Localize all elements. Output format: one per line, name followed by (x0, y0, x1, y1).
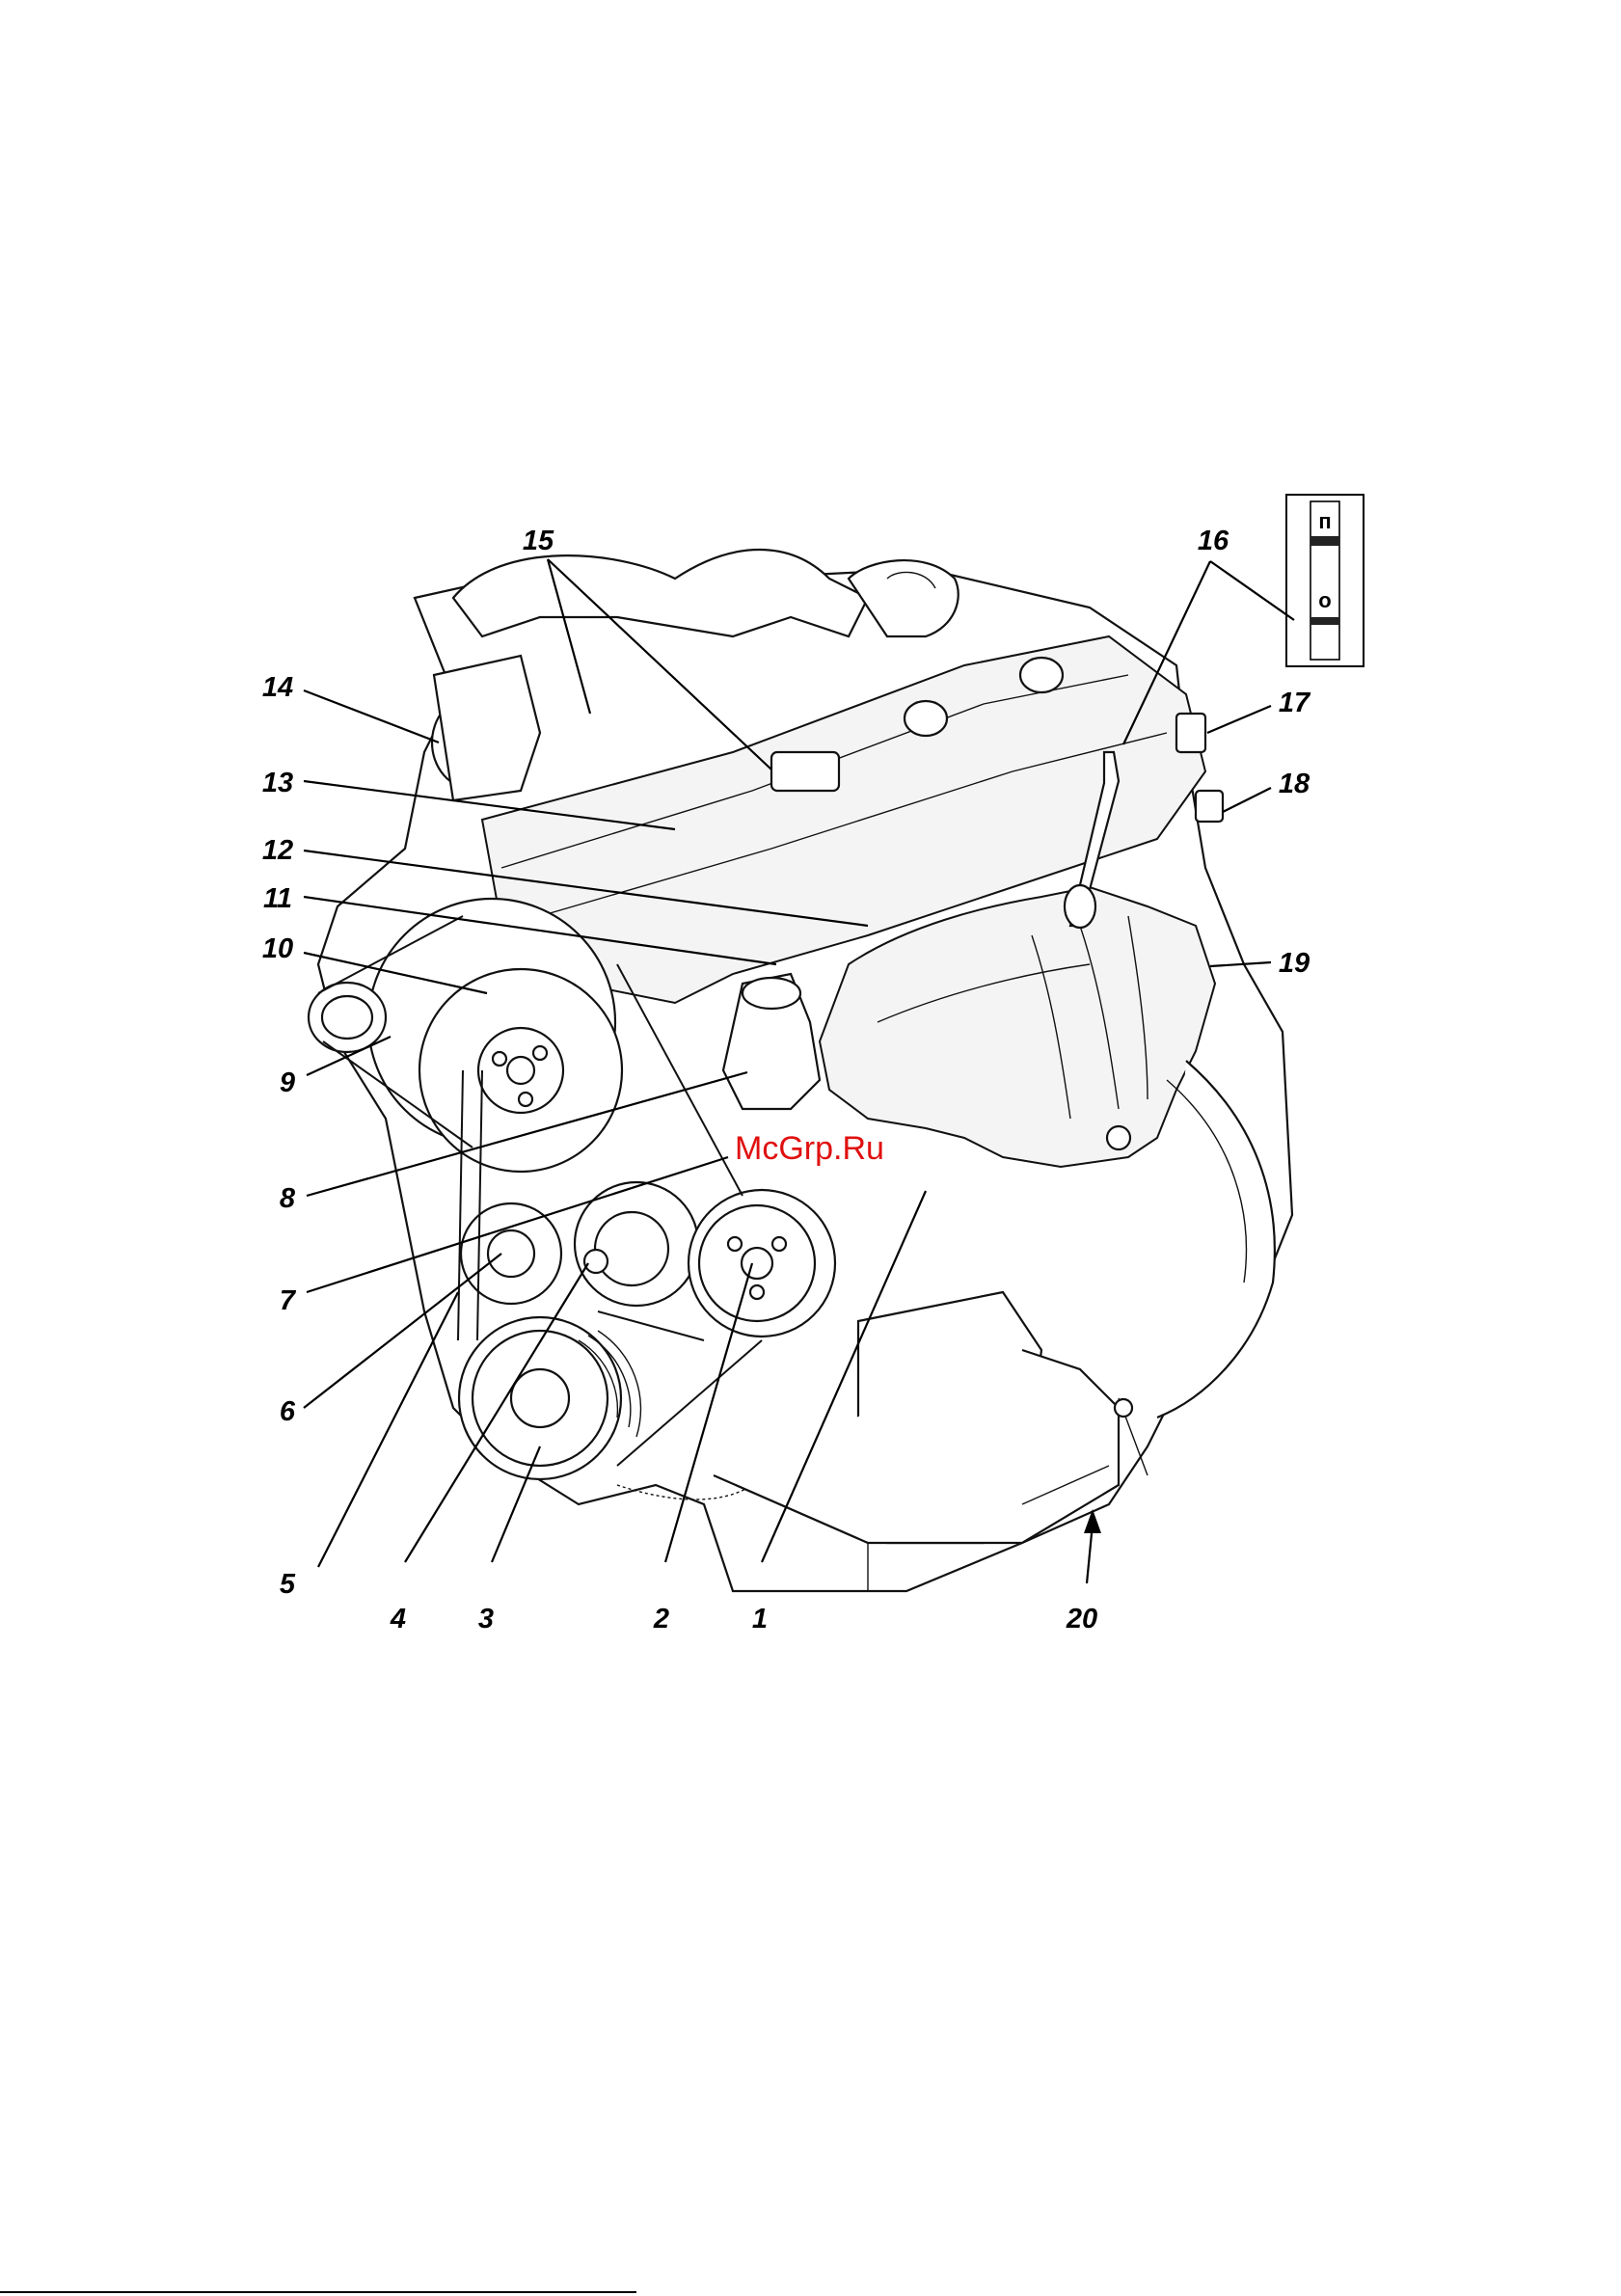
leader-16b (1210, 561, 1294, 620)
callout-10: 10 (262, 933, 293, 964)
callout-1: 1 (752, 1604, 768, 1634)
orientation-box: п о (1286, 495, 1364, 666)
orientation-bottom-letter: о (1318, 588, 1331, 612)
callout-13: 13 (262, 768, 293, 798)
callout-2: 2 (653, 1604, 669, 1634)
leader-17 (1207, 706, 1271, 733)
callout-11: 11 (263, 883, 292, 914)
watermark-text: McGrp.Ru (735, 1130, 884, 1167)
callout-9: 9 (280, 1067, 295, 1098)
callout-7: 7 (280, 1285, 297, 1316)
callout-3: 3 (478, 1604, 494, 1634)
callout-17: 17 (1279, 688, 1311, 718)
callout-18: 18 (1279, 769, 1310, 799)
callout-5: 5 (280, 1569, 296, 1600)
callout-14: 14 (262, 672, 293, 703)
callout-16: 16 (1198, 526, 1229, 556)
callout-15: 15 (523, 526, 554, 556)
leader-14 (304, 690, 439, 743)
leader-5 (318, 1292, 458, 1567)
leader-18 (1223, 788, 1271, 812)
callout-19: 19 (1279, 948, 1310, 979)
callout-6: 6 (280, 1396, 296, 1427)
callout-12: 12 (262, 835, 293, 866)
orientation-top-letter: п (1318, 509, 1331, 533)
engine-drawing (309, 550, 1292, 1591)
callout-20: 20 (1066, 1604, 1097, 1634)
callout-4: 4 (390, 1604, 406, 1634)
callout-8: 8 (280, 1183, 296, 1214)
